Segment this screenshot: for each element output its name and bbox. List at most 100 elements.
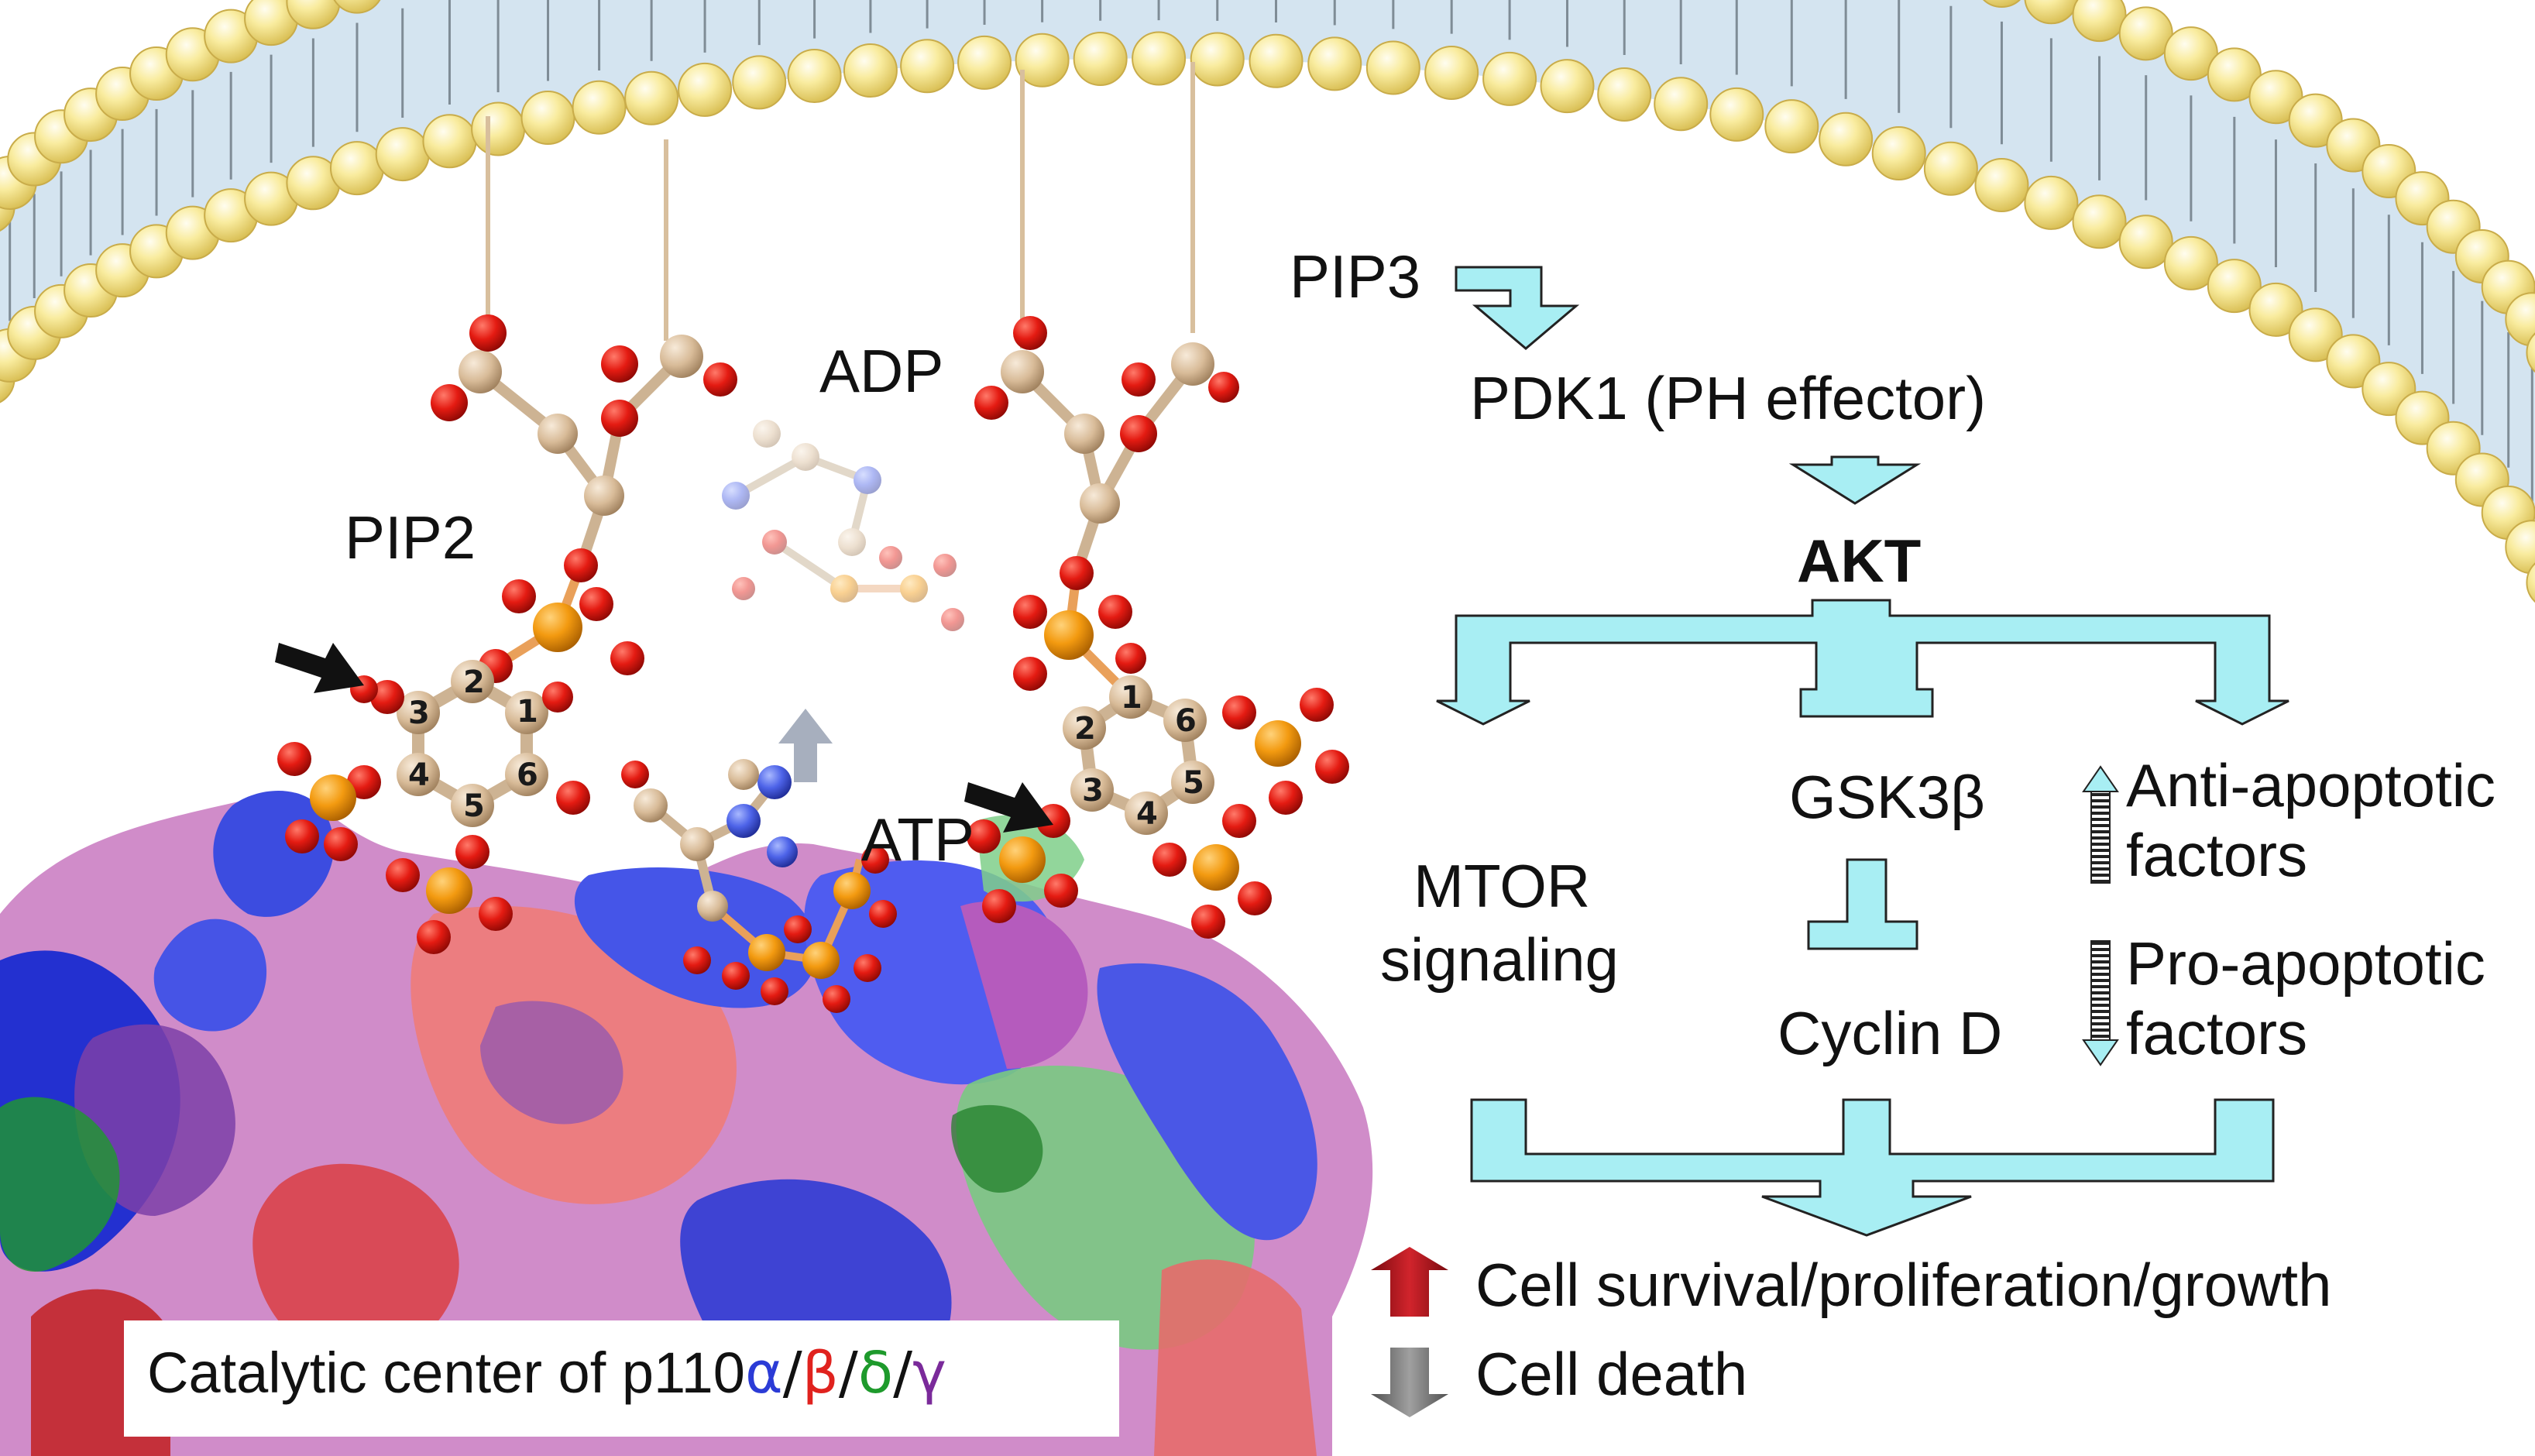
atp-label: ATP	[861, 805, 974, 874]
lipid-head	[1482, 51, 1537, 106]
lipid-head	[1982, 0, 2021, 9]
akt-branch-bar	[1436, 599, 2289, 726]
gsk3b-label: GSK3β	[1789, 763, 1985, 831]
pip2-molecule	[277, 116, 737, 954]
caption-prefix: Catalytic center of p110	[147, 1341, 745, 1405]
lipid-head	[843, 43, 898, 98]
lipid-head	[2118, 215, 2173, 270]
anti-apoptotic-label-line1: Anti-apoptotic	[2126, 751, 2495, 819]
mtor-label-line1: MTOR	[1413, 852, 1591, 920]
lipid-head	[1597, 67, 1652, 122]
caption-beta: β	[802, 1340, 839, 1406]
lipid-head	[2288, 307, 2343, 362]
lipid-head	[1974, 158, 2029, 213]
pro-apoptotic-label-line2: factors	[2126, 999, 2308, 1067]
pip2-ring-pos-1: 1	[517, 694, 538, 730]
lipid-head	[787, 49, 842, 104]
caption-separator: /	[893, 1340, 913, 1406]
lipid-head	[1871, 126, 1926, 181]
cyclin-d-label: Cyclin D	[1778, 999, 2003, 1067]
atp-to-adp-arrow	[778, 709, 833, 782]
lipid-head	[2024, 175, 2079, 230]
lipid-head	[900, 39, 955, 94]
pdk1-label: PDK1 (PH effector)	[1470, 364, 1987, 432]
mtor-label-line2: signaling	[1380, 925, 1619, 994]
lipid-head	[471, 101, 526, 156]
lipid-head	[2024, 0, 2079, 25]
pip2-ring-pos-4: 4	[408, 757, 430, 793]
lipid-head	[2163, 235, 2218, 290]
atp-molecule	[621, 759, 897, 1013]
lipid-head	[678, 62, 733, 117]
caption-delta: δ	[857, 1340, 894, 1406]
pdk1-to-akt-arrow	[1788, 455, 1922, 505]
lipid-head	[2526, 332, 2535, 373]
lipid-head	[520, 91, 575, 146]
pro-apoptotic-down-arrow	[2082, 940, 2119, 1066]
pip2-label: PIP2	[345, 503, 476, 572]
lipid-head	[2526, 562, 2535, 603]
pro-apoptotic-label-line1: Pro-apoptotic	[2126, 929, 2485, 998]
lipid-head	[1307, 36, 1362, 91]
legend-up-arrow	[1371, 1247, 1448, 1317]
caption-alpha: α	[744, 1340, 783, 1406]
lipid-head	[1190, 32, 1245, 87]
legend-survival-label: Cell survival/proliferation/growth	[1475, 1251, 2332, 1319]
pip2-ring-pos-5: 5	[463, 788, 485, 824]
akt-label: AKT	[1797, 527, 1922, 595]
lipid-head	[1249, 33, 1304, 88]
lipid-head	[2248, 282, 2303, 337]
lipid-head	[1923, 141, 1978, 196]
legend-down-arrow	[1371, 1348, 1448, 1417]
lipid-head	[1819, 112, 1874, 167]
pip2-position3-pointer	[275, 643, 364, 693]
lipid-head	[2118, 6, 2173, 61]
lipid-head	[572, 80, 627, 135]
lipid-head	[1365, 40, 1420, 95]
pip3-position3-pointer	[964, 782, 1053, 833]
lipid-head	[329, 141, 384, 196]
lipid-heads	[0, 0, 2535, 603]
pip3-ring-pos-6: 6	[1175, 703, 1197, 739]
caption-box	[124, 1320, 1119, 1437]
adp-molecule	[722, 420, 964, 631]
caption-gamma: γ	[912, 1340, 946, 1406]
lipid-head	[624, 70, 679, 125]
lipid-head	[1424, 45, 1479, 100]
lipid-head	[957, 35, 1012, 90]
catalytic-center-caption: Catalytic center of p110α/β/δ/γ	[147, 1340, 946, 1406]
anti-apoptotic-label-line2: factors	[2126, 821, 2308, 889]
lipid-head	[333, 0, 381, 14]
pip2-ring-pos-3: 3	[408, 695, 430, 731]
legend-death-label: Cell death	[1475, 1340, 1748, 1408]
adp-label: ADP	[819, 337, 944, 405]
anti-apoptotic-up-arrow	[2082, 765, 2119, 884]
pip3-ring-pos-3: 3	[1082, 773, 1104, 809]
lipid-head	[1132, 31, 1187, 86]
pip3-label: PIP3	[1290, 242, 1421, 311]
pip3-ring-pos-4: 4	[1136, 796, 1158, 832]
lipid-head	[1709, 87, 1764, 142]
pip2-ring-pos-2: 2	[463, 664, 485, 700]
lipid-head	[2072, 0, 2127, 43]
lipid-head	[375, 127, 430, 182]
lipid-head	[1073, 31, 1128, 86]
pip3-ring-pos-2: 2	[1074, 711, 1096, 747]
lipid-head	[732, 55, 787, 110]
pip3-ring-pos-1: 1	[1121, 680, 1142, 716]
lipid-head	[1654, 77, 1709, 132]
lipid-head	[1540, 59, 1595, 114]
pip2-ring-pos-6: 6	[517, 757, 538, 793]
caption-separator: /	[782, 1340, 802, 1406]
pathway-arrows	[1436, 266, 2289, 1237]
lipid-head	[2163, 26, 2218, 81]
pip3-molecule	[967, 62, 1349, 939]
pip3-ring-pos-5: 5	[1183, 765, 1204, 801]
lipid-tails	[9, 0, 2533, 502]
pip3-to-pdk1-arrow	[1455, 266, 1580, 350]
lipid-head	[2207, 259, 2262, 314]
lipid-head	[2072, 194, 2127, 249]
lipid-head	[1015, 33, 1070, 88]
